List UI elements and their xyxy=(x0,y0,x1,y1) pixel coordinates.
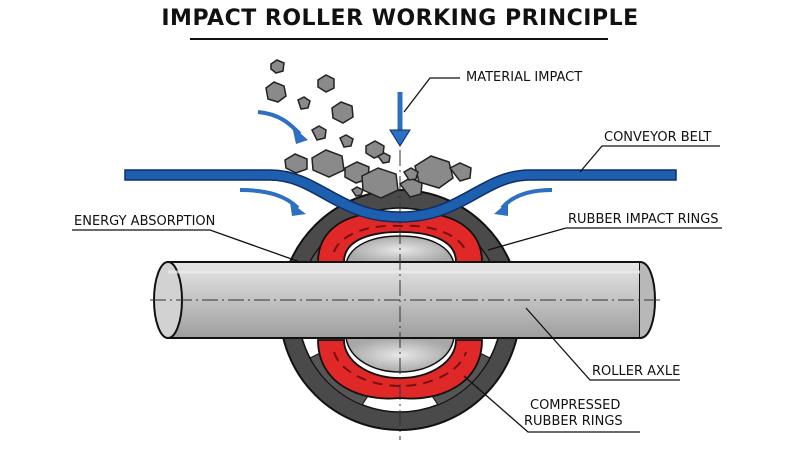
material-rocks xyxy=(265,59,472,199)
leader-conveyor-belt xyxy=(579,145,720,173)
label-rubber-impact-rings: RUBBER IMPACT RINGS xyxy=(568,212,719,227)
leader-energy-absorption xyxy=(72,229,301,263)
rubber-impact-ring-bottom xyxy=(317,339,483,400)
label-compressed-line1: COMPRESSED xyxy=(530,398,621,413)
diagram-title: IMPACT ROLLER WORKING PRINCIPLE xyxy=(161,6,639,31)
right-compression-arrow xyxy=(500,188,553,210)
conveyor-belt xyxy=(124,169,677,223)
title-underline xyxy=(190,38,608,40)
label-roller-axle: ROLLER AXLE xyxy=(592,364,681,379)
label-energy-absorption: ENERGY ABSORPTION xyxy=(74,214,216,229)
leader-material-impact xyxy=(403,77,460,113)
label-compressed-line2: RUBBER RINGS xyxy=(524,414,623,429)
right-compression-arrowhead xyxy=(494,202,508,216)
label-material-impact: MATERIAL IMPACT xyxy=(466,70,583,85)
falling-material-arrowhead xyxy=(292,126,308,144)
material-impact-arrowhead xyxy=(389,129,411,147)
leader-compressed-rubber-rings xyxy=(463,375,640,433)
leader-roller-axle xyxy=(525,307,680,381)
left-compression-arrowhead xyxy=(290,202,306,216)
left-compression-arrow xyxy=(239,188,300,210)
label-conveyor-belt: CONVEYOR BELT xyxy=(604,130,712,145)
leader-rubber-impact-rings xyxy=(487,227,722,251)
